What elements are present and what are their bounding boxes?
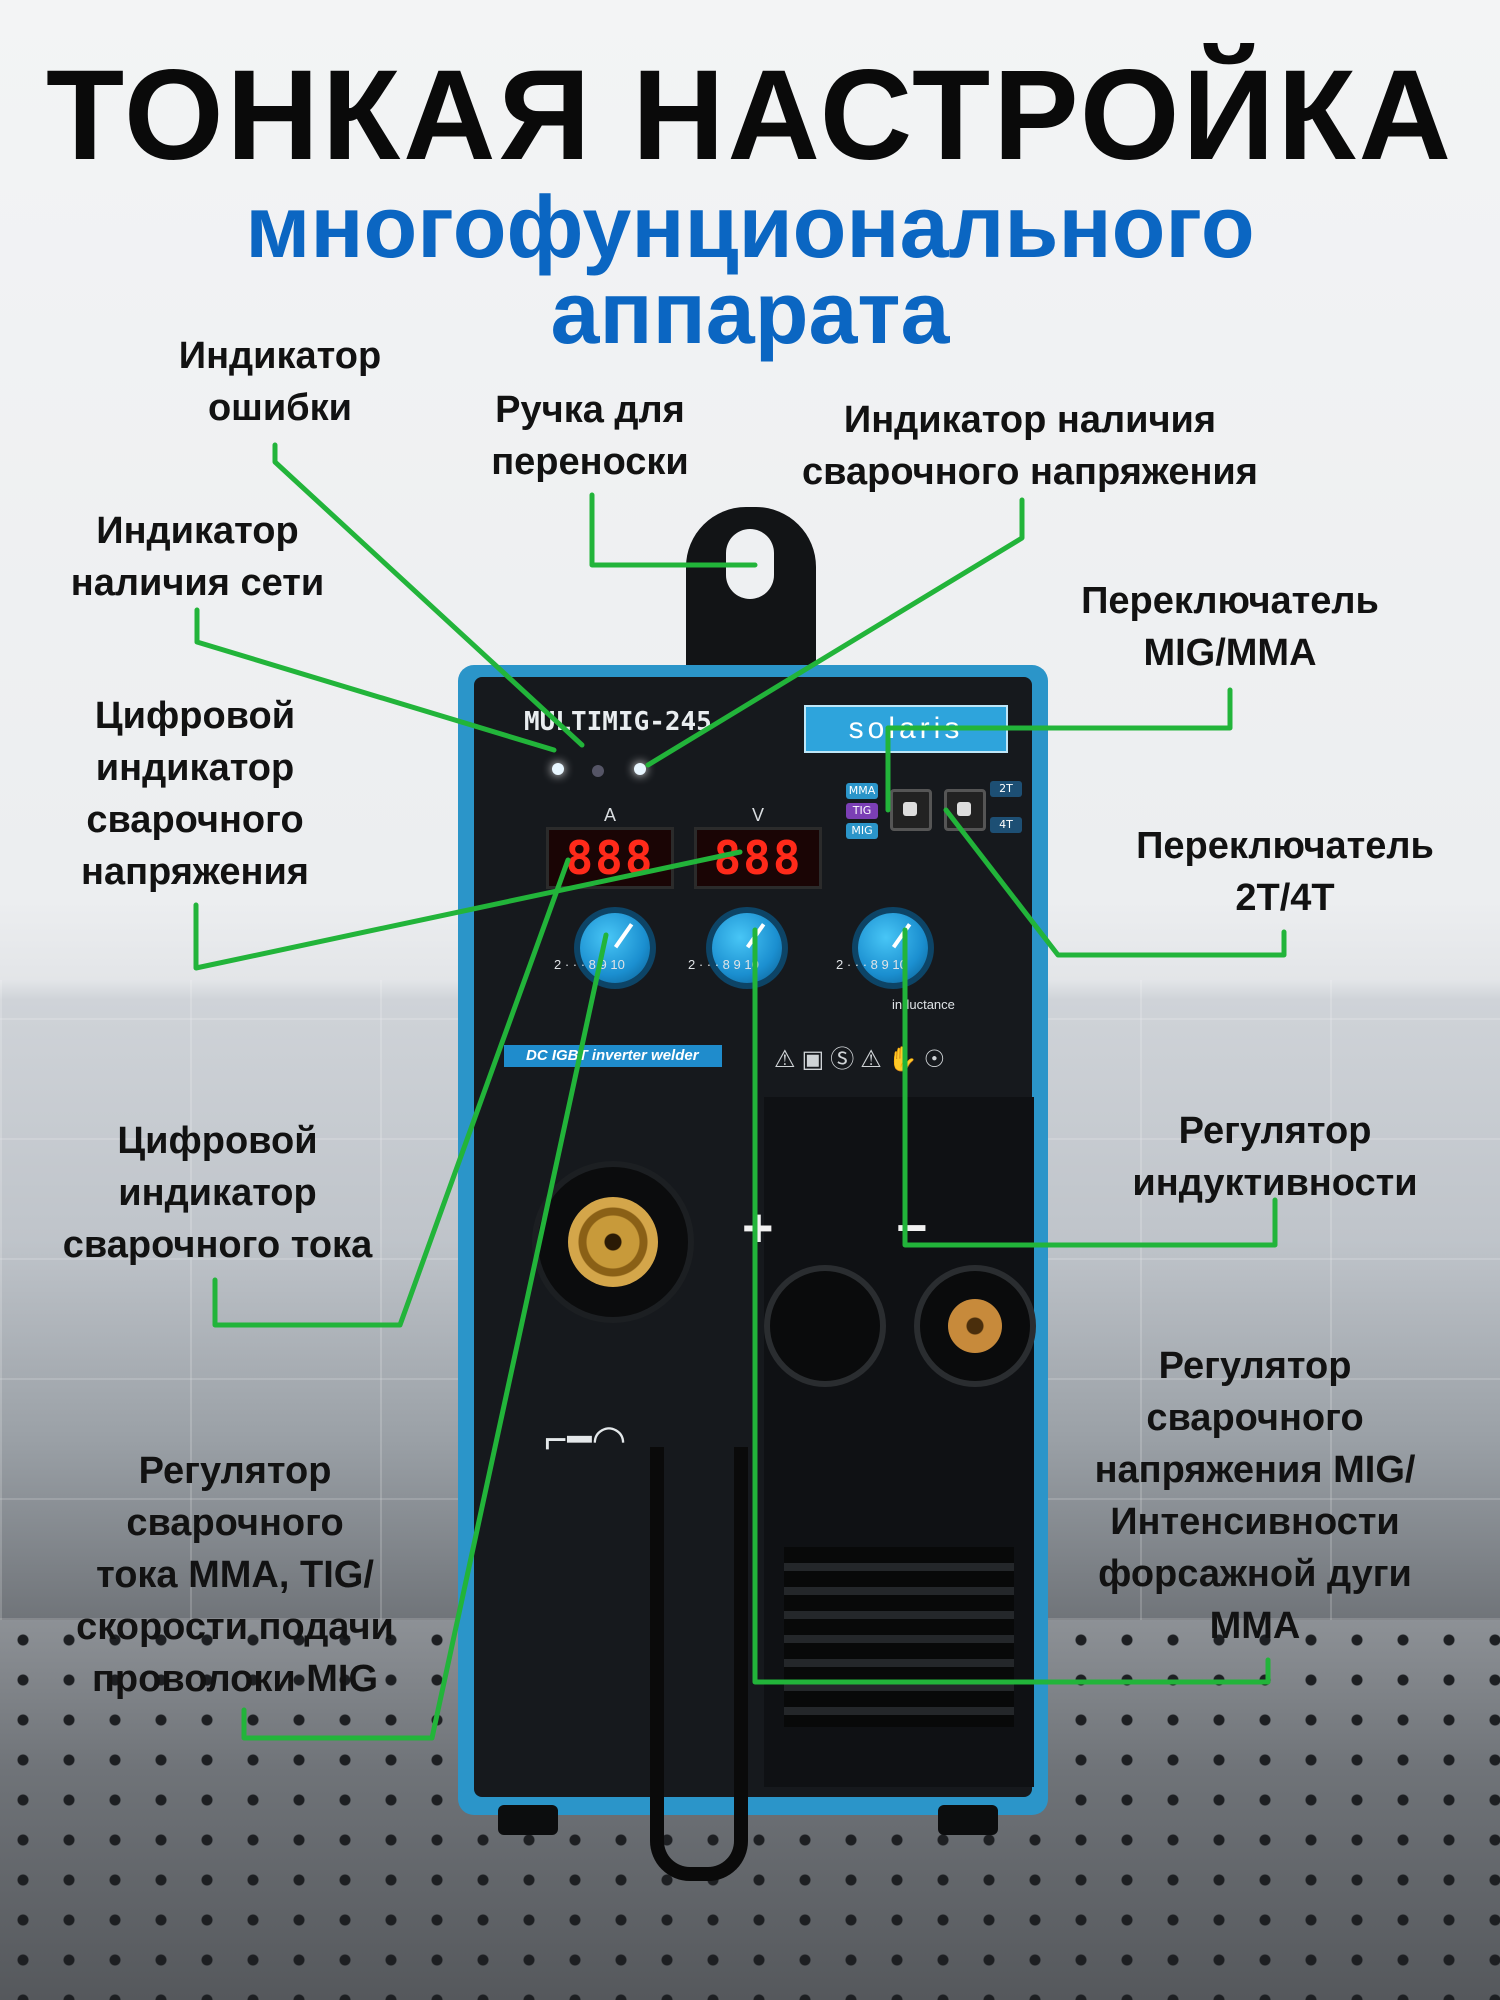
polarity-cable [650, 1447, 748, 1881]
mode-tag-mig: MIG [846, 823, 878, 839]
voltage-display: 888 [694, 827, 822, 889]
display-v-label: V [752, 805, 765, 825]
label-2t4t-switch: Переключатель 2T/4T [1136, 825, 1434, 919]
voltage-scale: 2 · · · 8 9 10 [688, 957, 759, 972]
torch-icon: ⌐━◠ [544, 1418, 627, 1462]
machine-foot-right [938, 1805, 998, 1835]
handle-opening [726, 529, 774, 599]
label-current-regulator: Регулятор сварочного тока MMA, TIG/ скор… [76, 1450, 394, 1700]
label-mig-mma-switch: Переключатель MIG/MMA [1081, 580, 1379, 674]
brand-logo: solaris [804, 705, 1008, 753]
voltage-regulator-knob[interactable] [712, 913, 782, 983]
front-panel: MULTIMIG-245 solaris A V 888 888 MMA TIG… [474, 677, 1036, 1881]
error-indicator-led [592, 765, 604, 777]
headline-subtitle-line1: многофунционального [245, 177, 1255, 276]
label-carry-handle: Ручка для переноски [491, 389, 689, 483]
label-inductance-regulator: Регулятор индуктивности [1132, 1110, 1418, 1204]
inverter-strip: DC IGBT inverter welder [504, 1045, 722, 1067]
minus-terminal-sign: − [896, 1198, 928, 1258]
current-scale: 2 · · · 8 9 10 [554, 957, 625, 972]
inductance-regulator-knob[interactable] [858, 913, 928, 983]
minus-terminal-socket[interactable] [914, 1265, 1036, 1387]
label-voltage-presence: Индикатор наличия сварочного напряжения [802, 399, 1258, 493]
voltage-indicator-led [634, 763, 646, 775]
trigger-tag-2t: 2T [990, 781, 1022, 797]
current-regulator-knob[interactable] [580, 913, 650, 983]
label-mains-indicator: Индикатор наличия сети [70, 510, 325, 604]
switch-2t-4t[interactable] [944, 789, 986, 831]
plus-terminal-socket[interactable] [764, 1265, 886, 1387]
label-digital-voltage: Цифровой индикатор сварочного напряжения [81, 695, 309, 893]
ventilation-grille [784, 1547, 1014, 1727]
plus-terminal-sign: + [742, 1198, 774, 1258]
current-display: 888 [546, 827, 674, 889]
carry-handle [686, 507, 816, 677]
label-error-indicator: Индикатор ошибки [178, 335, 382, 429]
label-digital-current: Цифровой индикатор сварочного тока [62, 1120, 373, 1266]
machine-foot-left [498, 1805, 558, 1835]
mode-tag-mma: MMA [846, 783, 878, 799]
display-a-label: A [604, 805, 617, 825]
mode-tag-tig: TIG [846, 803, 878, 819]
headline-subtitle-line2: аппарата [550, 263, 950, 362]
mains-indicator-led [552, 763, 564, 775]
model-name: MULTIMIG-245 [524, 707, 712, 737]
warning-icons: ⚠▣Ⓢ⚠✋☉ [774, 1046, 952, 1073]
trigger-tag-4t: 4T [990, 817, 1022, 833]
headline-title: ТОНКАЯ НАСТРОЙКА [45, 44, 1455, 187]
mig-mma-switch[interactable] [890, 789, 932, 831]
welding-machine: MULTIMIG-245 solaris A V 888 888 MMA TIG… [458, 507, 1058, 1881]
label-voltage-regulator: Регулятор сварочного напряжения MIG/ Инт… [1094, 1345, 1416, 1647]
inductance-scale: 2 · · · 8 9 10 [836, 957, 907, 972]
inductance-label: inductance [892, 997, 955, 1012]
euro-torch-socket[interactable] [532, 1161, 694, 1323]
